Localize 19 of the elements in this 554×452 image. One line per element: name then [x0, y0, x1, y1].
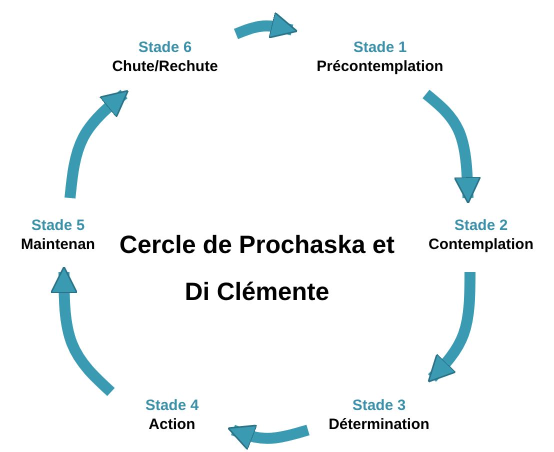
curved-arrow — [64, 90, 129, 199]
stage-number: Stade 1 — [352, 38, 408, 57]
curved-arrow — [234, 12, 298, 40]
stage-number: Stade 6 — [137, 38, 193, 57]
stage-name: Détermination — [328, 415, 430, 434]
stage-name: Contemplation — [428, 235, 534, 254]
stage-number: Stade 4 — [144, 396, 200, 415]
curved-arrow — [428, 272, 476, 383]
curved-arrow — [422, 90, 482, 204]
stage-number: Stade 2 — [453, 216, 509, 235]
diagram-title: Cercle de Prochaska et Di Clémente — [118, 230, 396, 308]
stage-number: Stade 3 — [351, 396, 407, 415]
stage-number: Stade 5 — [30, 216, 86, 235]
curved-arrow — [50, 266, 115, 396]
stage-name: Maintenan — [20, 235, 96, 254]
stage-name: Chute/Rechute — [111, 57, 219, 76]
stage-name: Précontemplation — [316, 57, 444, 76]
curved-arrow — [227, 424, 310, 450]
stage-name: Action — [148, 415, 196, 434]
